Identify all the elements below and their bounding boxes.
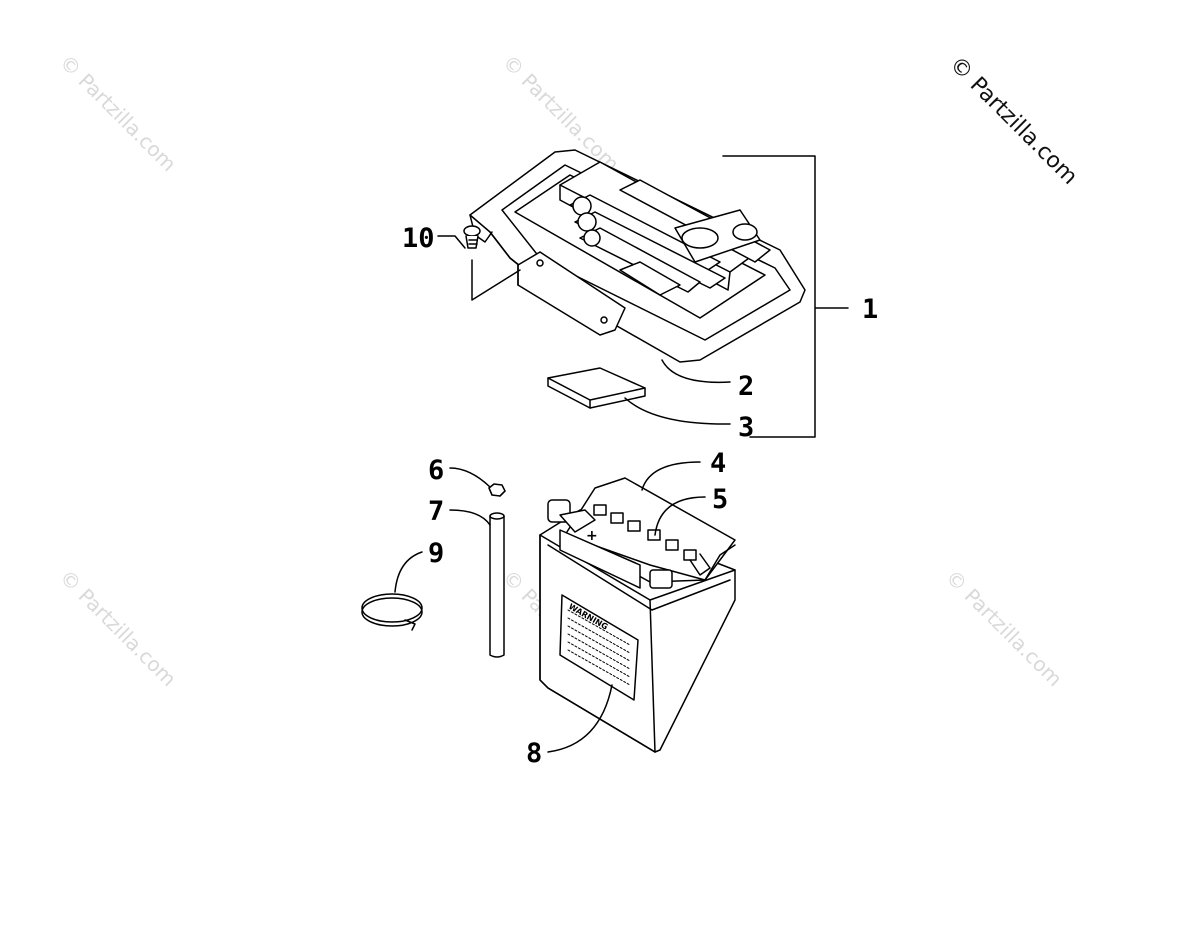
nut-part-6	[488, 483, 506, 497]
pad-part-3	[547, 367, 646, 409]
callout-6: 6	[428, 455, 444, 486]
callout-7: 7	[428, 496, 444, 527]
callout-5: 5	[712, 484, 728, 515]
leader-part-5	[654, 496, 706, 536]
callout-10: 10	[402, 223, 435, 254]
leader-part-9	[394, 551, 423, 593]
leader-part-4	[641, 461, 701, 491]
callout-4: 4	[710, 448, 726, 479]
leader-part-8	[547, 684, 613, 753]
callout-3: 3	[738, 412, 754, 443]
callout-8: 8	[526, 738, 542, 769]
leader-part-7	[449, 509, 491, 526]
callout-1: 1	[862, 294, 878, 325]
tube-part-7	[489, 512, 505, 658]
callout-2: 2	[738, 371, 754, 402]
leader-part-2	[661, 359, 731, 384]
bracket-line-part-1	[722, 155, 849, 438]
battery-part-4: WARNING +	[539, 477, 736, 753]
leader-part-6	[449, 467, 491, 488]
tool-tray	[469, 149, 806, 363]
ring-part-9	[361, 593, 423, 631]
battery-plus-sign: +	[586, 528, 598, 544]
leader-part-3	[624, 397, 731, 425]
callout-9: 9	[428, 538, 444, 569]
screw-part-10	[437, 225, 521, 301]
